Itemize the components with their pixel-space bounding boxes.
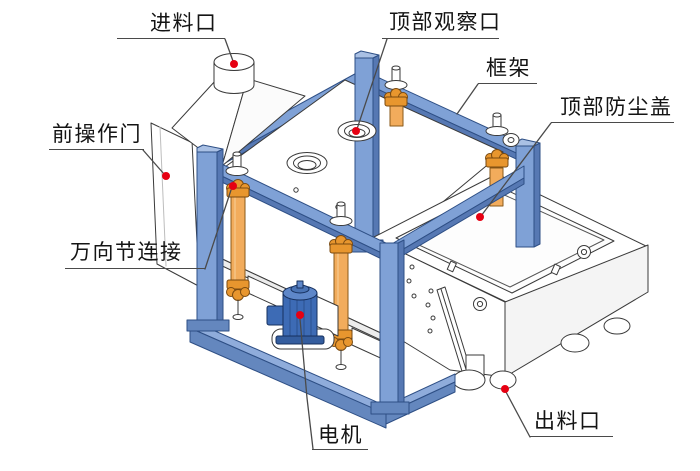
- universal-joint-rod-back: [384, 88, 408, 127]
- frame-post-front-right: [370, 239, 410, 415]
- leader-frame: [456, 83, 479, 115]
- marker-top-observation-port: [352, 127, 360, 135]
- label-underline-discharge-outlet: [530, 436, 613, 437]
- discharge-feet: [452, 317, 631, 391]
- label-underline-top-observation-port: [382, 38, 499, 39]
- leader-front-operation-door: [142, 149, 165, 175]
- label-underline-feed-inlet: [117, 38, 225, 39]
- marker-motor: [296, 311, 304, 319]
- label-frame: 框架: [486, 57, 531, 80]
- label-underline-frame: [478, 83, 537, 84]
- frame-post-back-left: [354, 50, 380, 248]
- label-universal-joint-connection: 万向节连接: [70, 241, 183, 264]
- observation-ring: [286, 152, 328, 174]
- marker-dots: [162, 60, 509, 393]
- label-front-operation-door: 前操作门: [52, 123, 142, 146]
- label-top-observation-port: 顶部观察口: [389, 11, 502, 34]
- rod-hanger-stud: [384, 65, 408, 90]
- leader-motor: [299, 318, 314, 450]
- leader-feed-inlet: [224, 38, 234, 62]
- frame-post-front-left: [186, 144, 230, 332]
- marker-discharge-outlet: [501, 385, 509, 393]
- label-underline-universal-joint-connection: [65, 268, 205, 269]
- marker-feed-inlet: [230, 60, 238, 68]
- rod-hanger-stud: [225, 151, 249, 176]
- marker-front-operation-door: [162, 172, 170, 180]
- rod-hanger-stud: [329, 201, 353, 226]
- label-underline-top-dust-cover: [551, 122, 674, 123]
- label-underline-front-operation-door: [49, 149, 144, 150]
- rod-hanger-stud: [485, 112, 509, 136]
- callout-leader-lines: [142, 38, 552, 450]
- leader-universal-joint: [204, 189, 232, 270]
- leader-top-dust-cover: [480, 122, 552, 217]
- lifting-lug: [473, 245, 591, 311]
- leader-top-observation-port: [356, 38, 388, 130]
- label-feed-inlet: 进料口: [150, 12, 218, 35]
- motor-assembly: [266, 280, 339, 350]
- feed-inlet-cylinder: [213, 53, 255, 94]
- label-discharge-outlet: 出料口: [534, 410, 602, 433]
- label-motor: 电机: [318, 424, 363, 447]
- marker-universal-joint: [229, 182, 237, 190]
- leader-discharge-outlet: [505, 391, 531, 438]
- marker-top-dust-cover: [476, 213, 484, 221]
- label-top-dust-cover: 顶部防尘盖: [560, 96, 673, 119]
- label-underline-motor: [312, 449, 368, 450]
